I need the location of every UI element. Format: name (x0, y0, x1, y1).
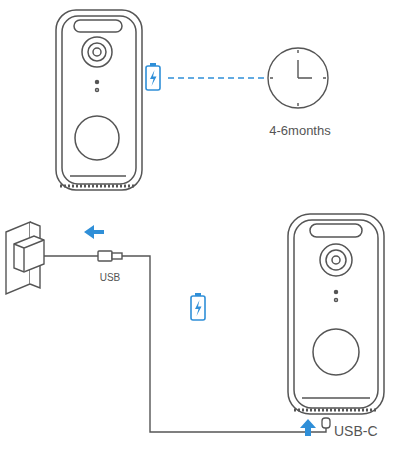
clock-icon (268, 48, 328, 108)
wall-outlet (6, 222, 44, 294)
direction-arrow (84, 225, 104, 239)
doorbell-bottom (288, 214, 384, 414)
direction-arrow (300, 419, 316, 436)
connector-label: USB-C (334, 424, 378, 439)
usb-cable (44, 251, 326, 432)
duration-label: 4-6months (269, 124, 330, 138)
connector-label: USB (100, 272, 121, 283)
doorbell-top (56, 10, 142, 190)
dashed-line (168, 77, 264, 79)
usb-c-connector (322, 418, 330, 428)
